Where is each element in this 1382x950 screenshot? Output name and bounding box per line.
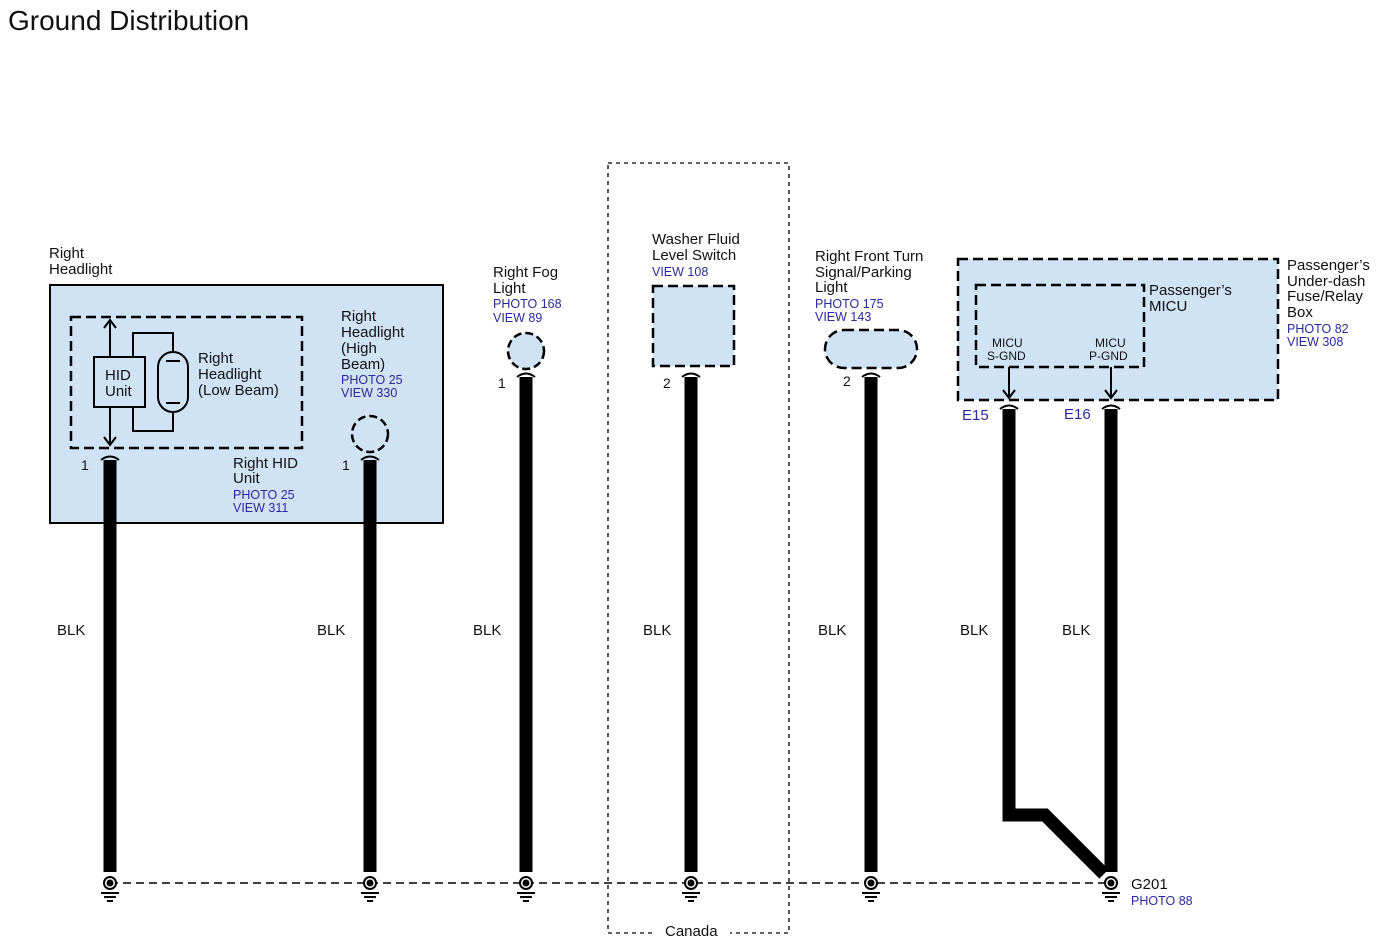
turn-signal-label-2: Signal/Parking [815, 264, 912, 281]
wire-color-label-7: BLK [1062, 622, 1090, 639]
wire-color-label-3: BLK [473, 622, 501, 639]
turn-signal-label-3: Light [815, 279, 848, 296]
wire-color-label-5: BLK [818, 622, 846, 639]
hid-unit-label-1: HID [105, 367, 131, 384]
turn-signal-pin: 2 [843, 373, 851, 389]
micu-ground-arrows-icon [1002, 367, 1118, 400]
canada-label-bg [655, 920, 730, 940]
fuse-box-label-3: Fuse/Relay [1287, 288, 1363, 305]
fuse-box-photo: PHOTO 82 [1287, 322, 1349, 336]
low-beam-bulb-icon [132, 332, 189, 432]
ground-symbols-icon [101, 876, 1120, 902]
high-beam-label-1: Right [341, 308, 377, 325]
page-title: Ground Distribution [8, 5, 249, 36]
high-beam-connector [350, 414, 390, 454]
sgnd-label-2: S-GND [987, 349, 1026, 363]
turn-signal-label-1: Right Front Turn [815, 248, 923, 265]
hid-arrows-icon [103, 318, 117, 447]
low-beam-label-1: Right [198, 350, 234, 367]
right-hid-view: VIEW 311 [233, 501, 288, 515]
washer-switch-box [651, 284, 736, 368]
low-beam-label-3: (Low Beam) [198, 382, 279, 399]
fuse-box-label-1: Passenger’s [1287, 257, 1370, 274]
micu-label-2: MICU [1149, 298, 1187, 315]
wire-color-label-1: BLK [57, 622, 85, 639]
pgnd-label-1: MICU [1095, 336, 1126, 350]
high-beam-view: VIEW 330 [341, 386, 397, 400]
terminal-clips [100, 372, 1121, 461]
fog-light-photo: PHOTO 168 [493, 297, 562, 311]
right-hid-label-1: Right HID [233, 455, 298, 472]
micu-label-1: Passenger’s [1149, 282, 1232, 299]
hid-unit-label-2: Unit [105, 383, 133, 400]
canada-label: Canada [665, 923, 718, 940]
washer-label-2: Level Switch [652, 247, 736, 264]
e15-label: E15 [962, 407, 989, 424]
washer-label-1: Washer Fluid [652, 231, 740, 248]
fog-light-pin: 1 [498, 375, 506, 391]
ground-g201-photo: PHOTO 88 [1131, 894, 1193, 908]
sgnd-label-1: MICU [992, 336, 1023, 350]
fuse-box-view: VIEW 308 [1287, 335, 1343, 349]
right-hid-label-2: Unit [233, 470, 261, 487]
wire-color-label-4: BLK [643, 622, 671, 639]
right-hid-photo: PHOTO 25 [233, 488, 295, 502]
fuse-box-label-4: Box [1287, 304, 1313, 321]
wire-color-label-2: BLK [317, 622, 345, 639]
ground-wires [103, 377, 1118, 879]
passenger-micu-box [974, 283, 1146, 369]
pgnd-label-2: P-GND [1089, 349, 1128, 363]
high-beam-label-3: (High [341, 340, 377, 357]
turn-signal-connector [823, 328, 919, 370]
right-headlight-label-2: Headlight [49, 261, 113, 278]
wire-color-label-6: BLK [960, 622, 988, 639]
fog-light-connector [506, 331, 546, 371]
hid-unit-block [93, 356, 146, 408]
turn-signal-photo: PHOTO 175 [815, 297, 884, 311]
high-beam-label-4: Beam) [341, 356, 385, 373]
ground-g201-label: G201 [1131, 876, 1168, 893]
turn-signal-view: VIEW 143 [815, 310, 871, 324]
fog-light-view: VIEW 89 [493, 311, 542, 325]
fuse-box-label-2: Under-dash [1287, 273, 1365, 290]
fog-light-label-1: Right Fog [493, 264, 558, 281]
fog-light-label-2: Light [493, 280, 526, 297]
right-headlight-label-1: Right [49, 245, 85, 262]
e16-label: E16 [1064, 406, 1091, 423]
wire-e15 [1002, 409, 1109, 879]
low-beam-label-2: Headlight [198, 366, 262, 383]
high-beam-photo: PHOTO 25 [341, 373, 403, 387]
washer-view: VIEW 108 [652, 265, 708, 279]
high-beam-label-2: Headlight [341, 324, 405, 341]
washer-pin: 2 [663, 375, 671, 391]
right-headlight-pin: 1 [81, 457, 89, 473]
high-beam-pin: 1 [342, 457, 350, 473]
